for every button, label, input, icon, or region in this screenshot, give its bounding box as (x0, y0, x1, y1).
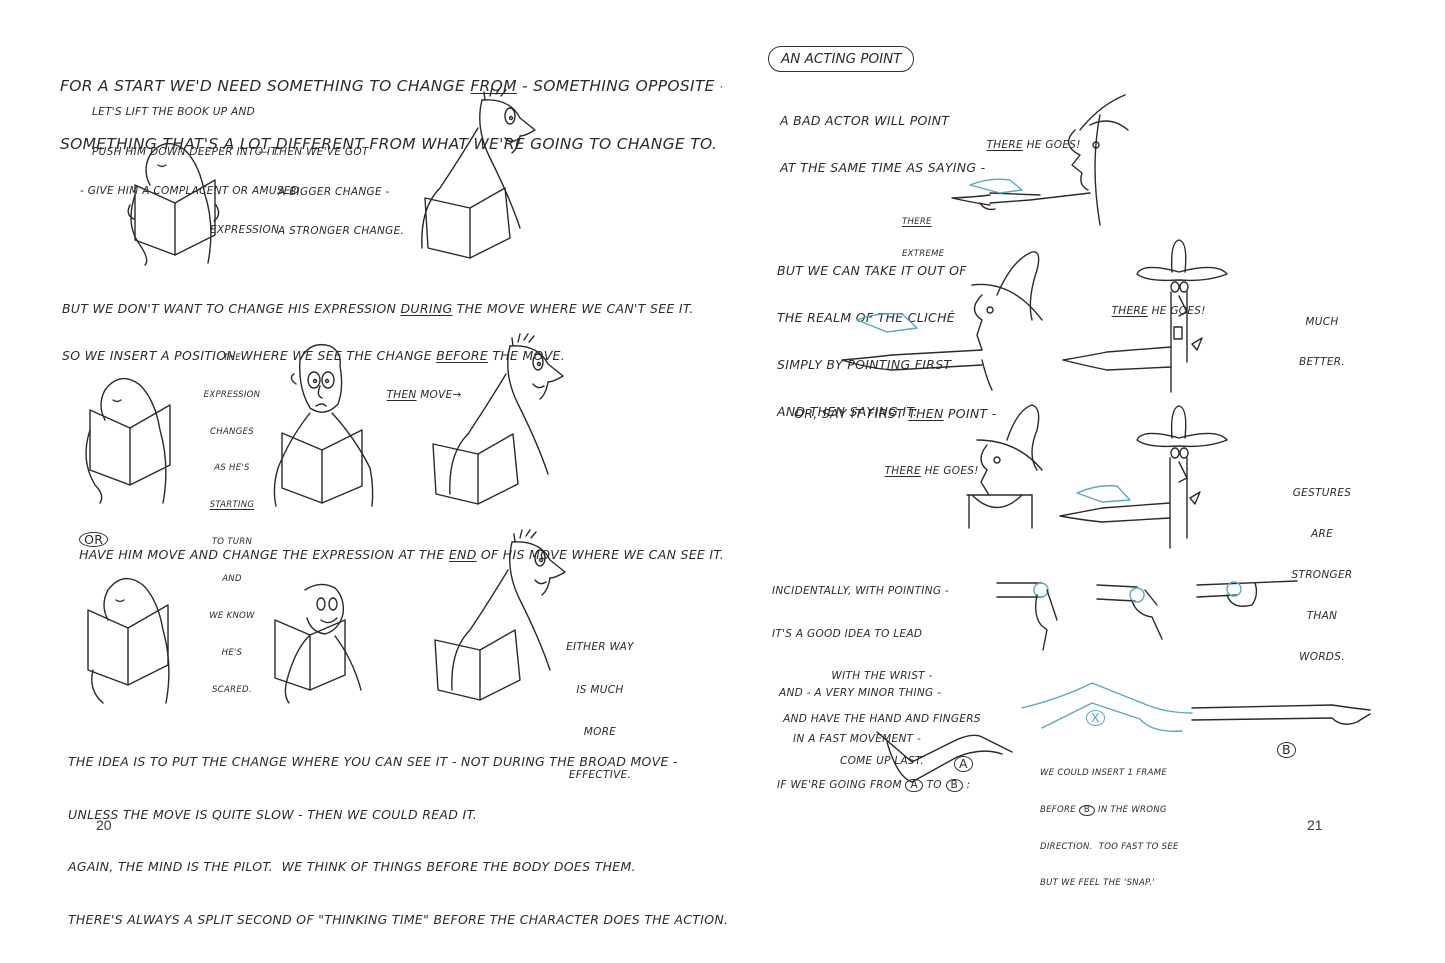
section-title-badge: An acting point (768, 46, 915, 72)
gestures-note: Gestures are stronger than words. (1291, 487, 1353, 663)
man-scared-facing-illustration (273, 343, 374, 507)
minor-thing-paragraph: And - a very minor thing - in a fast mov… (777, 687, 971, 793)
circled-a-label: A (905, 778, 923, 793)
closing-paragraph: The idea is to put the change where you … (68, 718, 728, 963)
man-reading-complacent-illustration (127, 142, 220, 266)
left-page: For a start we'd need something to chang… (0, 0, 728, 927)
circled-b-label: B (945, 778, 964, 793)
but-paragraph: But we don't want to change his expressi… (62, 270, 694, 395)
then-move-label: Then move→ (386, 389, 462, 402)
cliche-paragraph: But we can take it out of the realm of t… (777, 263, 967, 419)
speech-there-he-goes-2: There he goes! (1111, 305, 1206, 318)
man-reading-complacent-illustration-2 (85, 377, 171, 504)
intro-line-2: something that's a lot different from wh… (60, 134, 718, 153)
closing-line-1: The idea is to put the change where you … (68, 754, 678, 769)
closing-line-4: There's always a split second of "thinki… (68, 911, 729, 927)
arm-position-x-blue-illustration (1021, 682, 1193, 732)
cowboy-saying-first-illustration (966, 404, 1043, 529)
note-lift-book: Let's lift the book up and push him down… (80, 106, 300, 237)
arrow-right-icon: → (452, 389, 462, 402)
label-x-circled: X (1086, 710, 1105, 726)
man-reading-complacent-illustration-3 (87, 577, 170, 704)
man-startled-turning-illustration (421, 87, 536, 259)
wrist-paragraph: Incidentally, with pointing - it's a goo… (772, 585, 981, 768)
note-bigger-change: — then we've got a bigger change - a str… (258, 146, 405, 237)
either-way-note: Either way is much more effective. (566, 641, 634, 781)
insert-frame-note: We could insert 1 frame before B in the … (1040, 767, 1179, 889)
closing-line-2: unless the move is quite slow - then we … (68, 806, 478, 822)
arm-position-a-illustration (876, 731, 1013, 783)
man-smiling-reading-illustration (274, 583, 362, 704)
bad-actor-paragraph: A bad actor will point at the same time … (780, 113, 986, 176)
arm-position-b-illustration (1191, 704, 1371, 725)
label-a-circled: A (954, 756, 973, 772)
note-expression-changes: the expression changes as he's starting … (203, 352, 261, 696)
page-number-left: 20 (96, 817, 112, 833)
right-page: An acting point A bad actor will point a… (722, 0, 1445, 888)
label-b-circled: B (1277, 742, 1296, 758)
cowboy-pointing-simultaneous-illustration (951, 94, 1129, 226)
page-number-right: 21 (1307, 817, 1323, 833)
say-first-line: Or, say it first then point - (794, 405, 997, 421)
or-paragraph: Or Have him move and change the expressi… (79, 531, 725, 563)
but-line-2: So we insert a position where we see the… (62, 348, 566, 364)
there-extreme-label: There extreme (902, 217, 945, 260)
man-startled-turning-illustration-2 (432, 333, 564, 505)
man-startled-turning-illustration-3 (434, 529, 566, 701)
cowboy-pointing-first-illustration (841, 251, 1043, 391)
or-circled-label: Or (79, 531, 109, 548)
but-line-1: But we don't want to change his expressi… (62, 301, 694, 317)
cowboy-then-pointing-illustration (1059, 405, 1228, 549)
speech-there-he-goes-3: There he goes! (884, 465, 979, 478)
cowboy-much-better-illustration (1062, 239, 1228, 393)
wrist-lead-sequence-illustration (996, 580, 1298, 651)
much-better-note: Much better. (1298, 316, 1346, 368)
